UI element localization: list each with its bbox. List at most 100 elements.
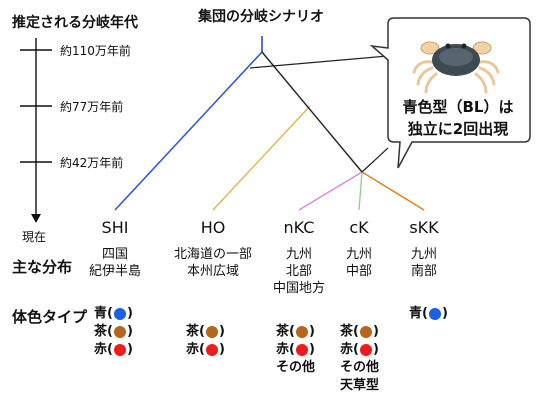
tick-label-77: 約77万年前 xyxy=(60,100,124,114)
tick-label-110: 約110万年前 xyxy=(60,44,131,58)
distribution-ck: 九州 中部 xyxy=(329,246,389,280)
body-colors-ho: 茶()赤() xyxy=(186,323,225,359)
body-color-extra: その他 xyxy=(340,360,380,375)
color-dot-icon xyxy=(295,344,308,356)
color-dot-icon xyxy=(359,344,372,356)
callout-line-2: 独立に2回出現 xyxy=(407,120,509,138)
color-dot-icon xyxy=(113,308,126,320)
paren-open: ( xyxy=(422,306,428,321)
body-color-entry: 茶() xyxy=(340,323,379,341)
paren-close: ) xyxy=(441,306,448,321)
distribution-line: 紀伊半島 xyxy=(88,264,141,279)
body-color-entry: 赤() xyxy=(94,341,133,359)
paren-close: ) xyxy=(126,342,133,357)
body-color-entry: 青() xyxy=(94,305,133,323)
body-color-entry: 赤() xyxy=(186,341,225,359)
distribution-line: 四国 xyxy=(101,247,128,262)
distribution-ho: 北海道の一部 本州広域 xyxy=(163,246,263,280)
present-label: 現在 xyxy=(22,230,47,244)
branch-skk xyxy=(361,171,425,211)
body-color-entry: 茶() xyxy=(186,323,225,341)
scenario-title: 集団の分岐シナリオ xyxy=(198,9,324,25)
body-color-label: 青 xyxy=(409,306,423,321)
body-color-entry: 茶() xyxy=(94,323,133,341)
body-color-label: 赤 xyxy=(276,342,290,357)
body-colors-ck: 茶()赤()その他天草型 xyxy=(340,323,379,395)
paren-open: ( xyxy=(107,342,113,357)
callout-line-1: 青色型（BL）は xyxy=(402,98,514,116)
body-color-entry: 青() xyxy=(409,305,448,323)
group-name-ho: HO xyxy=(200,218,226,237)
body-color-label: 茶 xyxy=(186,324,200,339)
distribution-line: 北海道の一部 xyxy=(173,247,252,262)
paren-open: ( xyxy=(199,342,205,357)
branch-bridge-upper xyxy=(249,55,389,69)
body-colors-shi: 青()茶()赤() xyxy=(94,305,133,359)
group-name-nkc: nKC xyxy=(283,218,315,237)
branch-nkc xyxy=(298,171,363,211)
distribution-line: 中国地方 xyxy=(272,281,325,296)
distribution-nkc: 九州 北部 中国地方 xyxy=(264,246,334,297)
body-color-entry: 赤() xyxy=(276,341,315,359)
paren-close: ) xyxy=(126,324,133,339)
body-color-row-label: 体色タイプ xyxy=(12,308,88,326)
group-name-shi: SHI xyxy=(101,218,129,237)
body-color-label: 赤 xyxy=(186,342,200,357)
group-name-ck: cK xyxy=(349,218,369,237)
body-color-entry: 茶() xyxy=(276,323,315,341)
paren-close: ) xyxy=(218,324,225,339)
distribution-line: 九州 xyxy=(285,247,312,262)
distribution-line: 本州広域 xyxy=(186,264,239,279)
paren-close: ) xyxy=(308,342,315,357)
branch-shi xyxy=(114,51,263,211)
body-colors-skk: 青() xyxy=(409,305,448,323)
distribution-line: 南部 xyxy=(410,264,437,279)
distribution-skk: 九州 南部 xyxy=(394,246,454,280)
distribution-line: 九州 xyxy=(345,247,372,262)
color-dot-icon xyxy=(113,344,126,356)
paren-open: ( xyxy=(289,324,295,339)
distribution-line: 北部 xyxy=(285,264,312,279)
timeline-arrowhead xyxy=(31,214,41,223)
branch-ck xyxy=(358,171,363,211)
branch-bridge-lower xyxy=(361,147,389,173)
paren-open: ( xyxy=(353,324,359,339)
era-title: 推定される分岐年代 xyxy=(12,15,138,31)
paren-close: ) xyxy=(218,342,225,357)
color-dot-icon xyxy=(359,326,372,338)
body-color-label: 茶 xyxy=(340,324,354,339)
paren-open: ( xyxy=(107,324,113,339)
tick-label-42: 約42万年前 xyxy=(60,156,124,170)
body-color-extra: 天草型 xyxy=(340,378,380,393)
body-color-extra: その他 xyxy=(276,360,316,375)
paren-close: ) xyxy=(372,342,379,357)
color-dot-icon xyxy=(428,308,441,320)
distribution-line: 中部 xyxy=(345,264,372,279)
color-dot-icon xyxy=(205,326,218,338)
body-color-label: 青 xyxy=(94,306,108,321)
branch-internal xyxy=(261,51,363,173)
body-color-label: 赤 xyxy=(94,342,108,357)
body-color-label: 茶 xyxy=(94,324,108,339)
body-color-label: 赤 xyxy=(340,342,354,357)
paren-open: ( xyxy=(199,324,205,339)
paren-open: ( xyxy=(289,342,295,357)
paren-close: ) xyxy=(126,306,133,321)
distribution-line: 九州 xyxy=(410,247,437,262)
paren-open: ( xyxy=(353,342,359,357)
distribution-shi: 四国 紀伊半島 xyxy=(75,246,155,280)
body-color-entry: 赤() xyxy=(340,341,379,359)
color-dot-icon xyxy=(295,326,308,338)
callout-text: 青色型（BL）は 独立に2回出現 xyxy=(392,96,524,140)
paren-close: ) xyxy=(372,324,379,339)
color-dot-icon xyxy=(113,326,126,338)
group-name-skk: sKK xyxy=(409,218,439,237)
color-dot-icon xyxy=(205,344,218,356)
body-color-label: 茶 xyxy=(276,324,290,339)
body-colors-nkc: 茶()赤()その他 xyxy=(276,323,315,377)
paren-open: ( xyxy=(107,306,113,321)
paren-close: ) xyxy=(308,324,315,339)
branch-ho xyxy=(212,105,311,211)
distribution-row-label: 主な分布 xyxy=(12,258,73,276)
